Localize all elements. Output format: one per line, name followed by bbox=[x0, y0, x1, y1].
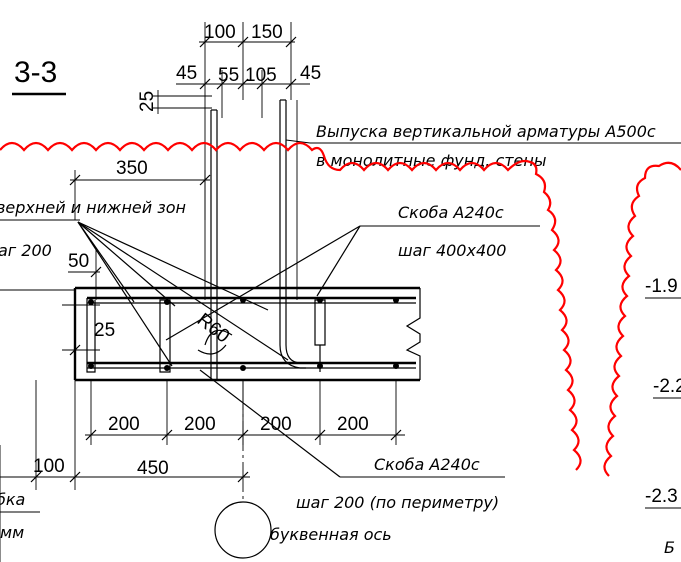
note-axis-label: буквенная ось bbox=[270, 525, 392, 544]
longitudinal-rebars bbox=[87, 296, 416, 371]
dim-r60: R60 bbox=[193, 309, 233, 347]
dim-450: 450 bbox=[137, 458, 169, 479]
level-2: -2.2 bbox=[653, 376, 681, 397]
note-bracket-top: Скоба А240с bbox=[398, 203, 504, 222]
dim-50-group: 50 bbox=[68, 250, 102, 300]
dim-top-100: 100 bbox=[204, 22, 236, 43]
rebar-dot bbox=[88, 299, 94, 305]
vertical-rebar-note: Выпуска вертикальной арматуры А500с в мо… bbox=[285, 122, 681, 170]
rebar-dot bbox=[393, 297, 399, 303]
bracket-top-note: Скоба А240с шаг 400х400 bbox=[165, 203, 540, 341]
dim-top-150: 150 bbox=[251, 22, 283, 43]
top-dimensions: 100 150 45 55 105 45 25 bbox=[137, 22, 321, 118]
revision-cloud-upper bbox=[0, 141, 582, 471]
note-bracket-top-step: шаг 400х400 bbox=[398, 241, 506, 260]
dim-450-group: 100 450 bbox=[0, 380, 250, 562]
dim-25-left-group: 25 bbox=[62, 300, 115, 356]
rebar-dot bbox=[88, 363, 94, 369]
level-marks: -1.9 -2.2 -2.3 Б bbox=[645, 276, 681, 557]
dim-200-2: 200 bbox=[184, 414, 216, 435]
zone-leaders bbox=[77, 221, 289, 367]
dim-100: 100 bbox=[33, 456, 65, 477]
rebar-dot bbox=[164, 365, 170, 371]
dim-25-top: 25 bbox=[137, 91, 158, 112]
rebar-dot bbox=[393, 363, 399, 369]
note-bracket-bottom-step: шаг 200 (по периметру) bbox=[296, 493, 499, 512]
note-step-partial: аг 200 bbox=[0, 241, 52, 260]
dim-200-3: 200 bbox=[260, 414, 292, 435]
dim-105: 105 bbox=[245, 65, 277, 86]
dim-350-group: 350 bbox=[69, 158, 211, 220]
section-title: 3-3 bbox=[14, 56, 57, 89]
level-1: -1.9 bbox=[645, 276, 678, 297]
rebar-dot bbox=[240, 365, 246, 371]
dim-45-right: 45 bbox=[300, 63, 321, 84]
dim-200-1: 200 bbox=[108, 414, 140, 435]
note-bracket-bottom: Скоба А240с bbox=[374, 455, 480, 474]
dim-25-left: 25 bbox=[94, 320, 115, 341]
dim-200-4: 200 bbox=[337, 414, 369, 435]
note-zones-partial: верхней и нижней зон bbox=[0, 198, 186, 217]
axis-bubble bbox=[214, 501, 272, 559]
axis-marker: буквенная ось bbox=[214, 380, 392, 559]
dim-350: 350 bbox=[116, 158, 148, 179]
bracket-bottom-note: Скоба А240с шаг 200 (по периметру) bbox=[199, 369, 505, 512]
note-vertical-rebar-1: Выпуска вертикальной арматуры А500с bbox=[316, 122, 656, 141]
level-bottom-partial: Б bbox=[664, 538, 675, 557]
note-left-partial-1: бка bbox=[0, 490, 25, 509]
vertical-rebar bbox=[204, 99, 306, 380]
note-left-partial-2: мм bbox=[0, 523, 24, 542]
level-3: -2.3 bbox=[645, 486, 678, 507]
bottom-dimensions: 200 200 200 200 bbox=[85, 380, 405, 445]
revision-cloud-right bbox=[603, 161, 681, 477]
dim-55: 55 bbox=[218, 65, 239, 86]
dim-50: 50 bbox=[68, 251, 89, 272]
dim-45-left: 45 bbox=[176, 63, 197, 84]
